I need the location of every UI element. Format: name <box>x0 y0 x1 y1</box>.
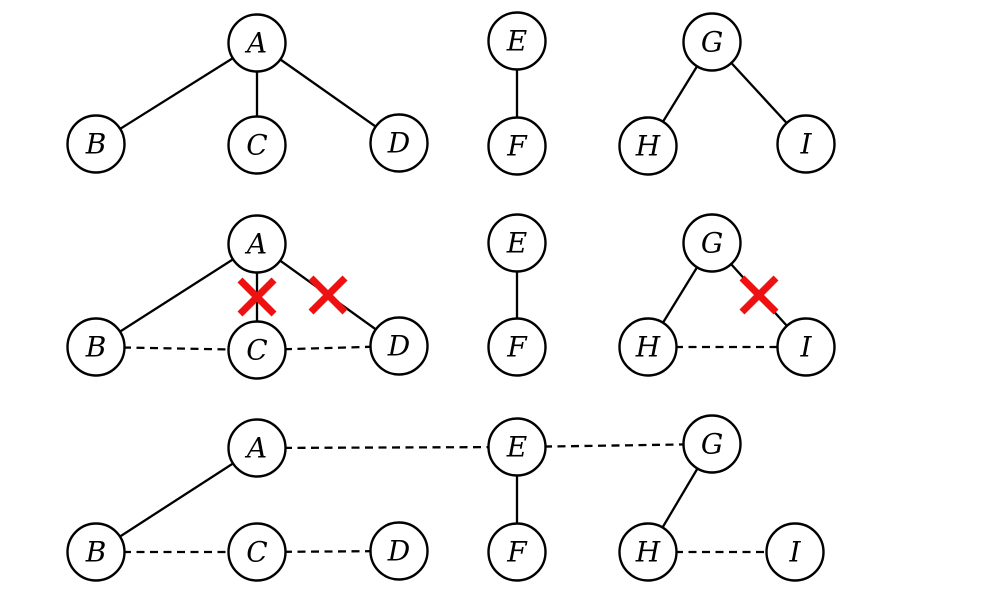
node-original-forest-F: F <box>487 116 547 176</box>
red-cross-icon-A-C <box>237 277 277 317</box>
node-original-forest-B: B <box>66 114 126 174</box>
edge-A-B <box>95 447 258 553</box>
node-binary-tree-form-F: F <box>487 522 547 582</box>
node-label: C <box>246 129 267 162</box>
node-binary-tree-form-H: H <box>618 522 678 582</box>
node-sibling-links-added-A: A <box>227 214 287 274</box>
node-circle <box>227 115 287 175</box>
cross-stroke <box>237 277 277 317</box>
node-circle <box>682 213 742 273</box>
node-sibling-links-added-F: F <box>487 317 547 377</box>
node-sibling-links-added-G: G <box>682 213 742 273</box>
node-circle <box>618 522 678 582</box>
node-circle <box>487 116 547 176</box>
node-label: I <box>799 128 812 161</box>
node-circle <box>66 317 126 377</box>
cross-stroke <box>308 275 348 315</box>
node-circle <box>765 522 825 582</box>
node-label: C <box>246 536 267 569</box>
node-sibling-links-added-I: I <box>776 317 836 377</box>
edge-A-E-dashed <box>256 445 518 450</box>
node-label: F <box>506 331 528 364</box>
edge-A-B <box>95 243 258 348</box>
node-original-forest-G: G <box>682 12 742 72</box>
node-circle <box>227 320 287 380</box>
node-circle <box>487 213 547 273</box>
node-label: D <box>387 535 410 568</box>
node-circle <box>618 116 678 176</box>
node-circle <box>369 521 429 581</box>
node-label: H <box>635 536 661 569</box>
cross-stroke <box>739 275 779 315</box>
row-binary-tree-form: A B C D E F G H I <box>66 414 825 582</box>
node-circle <box>227 13 287 73</box>
node-original-forest-H: H <box>618 116 678 176</box>
node-circle <box>66 522 126 582</box>
row-original-forest: A B C D E F G H I <box>66 11 836 176</box>
node-circle <box>776 317 836 377</box>
node-sibling-links-added-C: C <box>227 320 287 380</box>
node-label: G <box>701 26 723 59</box>
node-circle <box>618 317 678 377</box>
node-label: A <box>244 228 267 261</box>
node-label: I <box>799 331 812 364</box>
node-label: D <box>387 127 410 160</box>
edge-C-D-dashed <box>256 344 400 352</box>
node-circle <box>227 522 287 582</box>
node-binary-tree-form-D: D <box>369 521 429 581</box>
node-original-forest-C: C <box>227 115 287 175</box>
node-label: I <box>788 536 801 569</box>
node-binary-tree-form-A: A <box>227 418 287 478</box>
node-label: C <box>246 334 267 367</box>
node-sibling-links-added-B: B <box>66 317 126 377</box>
node-label: B <box>85 536 107 569</box>
red-cross-icon-A-D <box>308 275 348 315</box>
node-circle <box>487 11 547 71</box>
node-label: H <box>635 331 661 364</box>
node-label: A <box>244 432 267 465</box>
node-sibling-links-added-E: E <box>487 213 547 273</box>
node-circle <box>487 522 547 582</box>
node-label: F <box>506 536 528 569</box>
node-binary-tree-form-G: G <box>682 414 742 474</box>
node-original-forest-I: I <box>776 114 836 174</box>
red-cross-icon-G-I <box>739 275 779 315</box>
row-sibling-links-added: A B C D E F G H I <box>66 213 836 380</box>
node-circle <box>682 414 742 474</box>
node-circle <box>227 418 287 478</box>
node-label: E <box>506 431 527 464</box>
node-label: D <box>387 330 410 363</box>
node-circle <box>369 113 429 173</box>
edge-A-B <box>95 42 258 145</box>
node-original-forest-A: A <box>227 13 287 73</box>
node-label: B <box>85 331 107 364</box>
node-circle <box>487 417 547 477</box>
node-circle <box>682 12 742 72</box>
node-circle <box>776 114 836 174</box>
node-binary-tree-form-B: B <box>66 522 126 582</box>
node-original-forest-E: E <box>487 11 547 71</box>
edge-E-G-dashed <box>516 442 713 449</box>
node-sibling-links-added-D: D <box>369 316 429 376</box>
node-circle <box>369 316 429 376</box>
node-label: B <box>85 128 107 161</box>
node-binary-tree-form-I: I <box>765 522 825 582</box>
node-label: G <box>701 227 723 260</box>
node-label: H <box>635 130 661 163</box>
node-circle <box>487 317 547 377</box>
node-label: G <box>701 428 723 461</box>
node-binary-tree-form-C: C <box>227 522 287 582</box>
node-original-forest-D: D <box>369 113 429 173</box>
node-label: E <box>506 227 527 260</box>
node-circle <box>227 214 287 274</box>
node-binary-tree-form-E: E <box>487 417 547 477</box>
edge-C-D-dashed <box>256 549 400 554</box>
node-label: E <box>506 25 527 58</box>
node-label: A <box>244 27 267 60</box>
node-label: F <box>506 130 528 163</box>
node-sibling-links-added-H: H <box>618 317 678 377</box>
node-circle <box>66 114 126 174</box>
